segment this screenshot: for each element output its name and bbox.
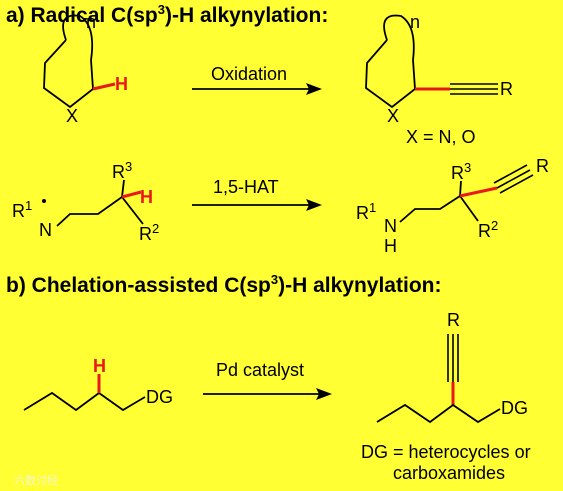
section-a-title: a) Radical C(sp3)-H alkynylation: <box>6 2 328 27</box>
reaction2-radical-dot <box>42 199 46 203</box>
reaction3-h-label: H <box>93 356 106 376</box>
reaction2-product-r3-label: R3 <box>451 160 471 183</box>
reaction1-reactant <box>43 14 94 109</box>
reaction1-arrow <box>192 83 322 95</box>
reaction3-dg-label: DG <box>146 387 173 407</box>
reaction1-product <box>365 14 416 109</box>
reaction3-r-label: R <box>447 310 460 330</box>
reaction3-arrow-label: Pd catalyst <box>216 360 304 380</box>
reaction1-n-label: n <box>86 12 96 32</box>
reaction1-alkyne <box>450 83 498 95</box>
reaction2-reactant-chain <box>56 179 144 227</box>
reaction3-note-line2: carboxamides <box>393 463 505 483</box>
reaction2-h-label: H <box>140 187 153 207</box>
reaction1-condition: X = N, O <box>406 127 476 147</box>
reaction3-alkyne <box>447 334 459 382</box>
reaction2-product-n-atom: N <box>384 216 397 236</box>
reaction2-ch-bond <box>121 190 142 199</box>
reaction1-r-label: R <box>500 79 513 99</box>
reaction2-arrow <box>192 199 322 211</box>
reaction2-product-h-below: H <box>384 236 397 256</box>
reaction1-product-x-label: X <box>387 106 399 126</box>
reaction3-arrow <box>203 388 332 400</box>
reaction3-reactant-chain <box>23 391 146 412</box>
reaction1-ch-bond <box>92 82 116 91</box>
reaction2-product-r2-label: R2 <box>478 218 498 241</box>
reaction2-r2-label: R2 <box>139 221 159 244</box>
reaction2-n-atom: N <box>39 220 52 240</box>
reaction1-product-n-label: n <box>410 12 420 32</box>
reaction2-product-chain <box>399 180 479 223</box>
reaction3-note-line1: DG = heterocycles or <box>361 442 531 462</box>
reaction3-product-chain <box>376 403 501 424</box>
reaction3-product-dg-label: DG <box>501 398 528 418</box>
reaction1-arrow-label: Oxidation <box>211 64 287 84</box>
reaction1-x-label: X <box>66 106 78 126</box>
reaction1-h-label: H <box>115 74 128 94</box>
reaction2-alkyne <box>493 164 534 194</box>
watermark: 六数讨经 <box>14 474 58 487</box>
reaction2-arrow-label: 1,5-HAT <box>213 177 279 197</box>
reaction2-new-bond <box>459 186 498 198</box>
section-b-title: b) Chelation-assisted C(sp3)-H alkynylat… <box>6 272 441 297</box>
reaction2-product-r1-label: R1 <box>356 200 376 223</box>
reaction2-r1-label: R1 <box>12 198 32 221</box>
reaction2-r-label: R <box>536 156 549 176</box>
reaction2-r3-label: R3 <box>112 159 132 182</box>
